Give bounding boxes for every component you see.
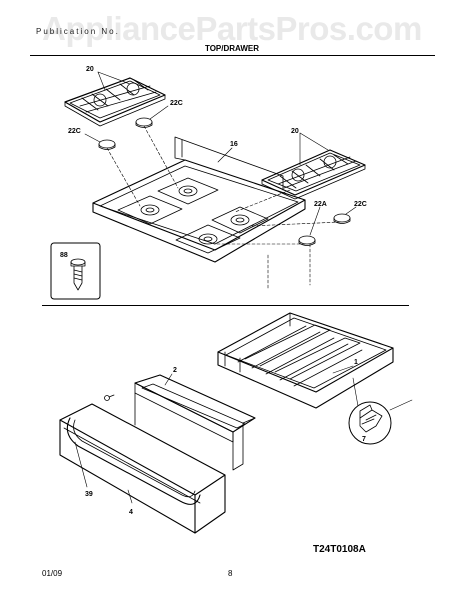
label-drawer-frame: 2 xyxy=(173,367,177,374)
label-drawer-body: 1 xyxy=(354,359,358,366)
footer-date: 01/09 xyxy=(42,569,63,578)
grate-right xyxy=(261,149,366,200)
page-number: 8 xyxy=(228,569,233,578)
label-clip: 7 xyxy=(362,436,366,443)
watermark: AppliancePartsPros.com xyxy=(42,10,422,47)
assembly-leaders xyxy=(106,125,341,291)
label-top-panel: 16 xyxy=(230,141,238,148)
drawer-screw xyxy=(104,394,115,401)
drawer-frame xyxy=(134,374,256,471)
label-cap-left: 22C xyxy=(68,128,81,135)
clip-detail xyxy=(348,401,392,445)
section-divider xyxy=(42,305,409,306)
label-screw: 88 xyxy=(60,252,68,259)
label-grate-left: 20 xyxy=(86,66,94,73)
label-grate-right: 20 xyxy=(291,128,299,135)
drawer-front xyxy=(59,403,226,534)
label-cap-right-of-left-grate: 22C xyxy=(170,100,183,107)
diagram-id: T24T0108A xyxy=(313,544,366,555)
label-cap-far-right: 22C xyxy=(354,201,367,208)
cap-far-right xyxy=(333,213,351,224)
cooktop-panel xyxy=(92,136,306,263)
drawer-body xyxy=(217,312,394,409)
label-drawer-front: 4 xyxy=(129,509,133,516)
cap-22a xyxy=(298,235,316,246)
screw-detail xyxy=(50,242,101,300)
section-title: TOP/DRAWER xyxy=(204,44,260,53)
label-cap-22a: 22A xyxy=(314,201,327,208)
header-rule xyxy=(30,55,435,56)
grate-left xyxy=(64,77,166,127)
publication-label: Publication No. xyxy=(36,27,120,36)
label-handle: 39 xyxy=(85,491,93,498)
